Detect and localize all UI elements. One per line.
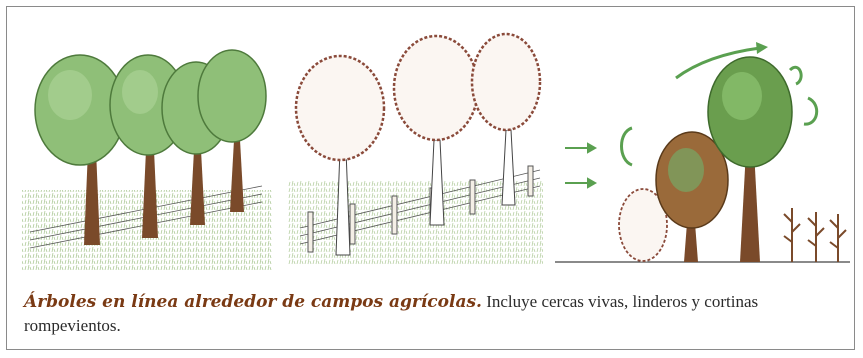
caption-title: Árboles en línea alrededor de campos agr… xyxy=(24,292,482,312)
wind-swirl-icon xyxy=(803,96,819,126)
green-tree xyxy=(197,49,267,212)
autumn-tree xyxy=(655,131,729,262)
wind-arrow-icon xyxy=(565,142,598,189)
green-tree xyxy=(34,54,126,245)
wind-swirl-icon xyxy=(620,126,633,167)
panel-windbreak xyxy=(555,42,850,263)
wind-arrow-icon xyxy=(675,46,761,80)
tall-green-tree xyxy=(707,56,793,262)
outlined-tree xyxy=(294,54,386,256)
shrub xyxy=(618,188,668,263)
panel-outlined-tree-row xyxy=(288,32,543,265)
illustration-caption: Árboles en línea alrededor de campos agr… xyxy=(24,290,844,338)
outlined-tree xyxy=(470,32,542,206)
caption-body: Incluye cercas vivas, linderos y cortina… xyxy=(24,292,759,335)
wind-arrow-icon xyxy=(756,42,768,54)
grass-ground xyxy=(288,180,543,265)
crop-plants xyxy=(783,208,847,262)
wind-swirl-icon xyxy=(788,65,803,86)
panel-green-tree-row xyxy=(22,49,272,270)
